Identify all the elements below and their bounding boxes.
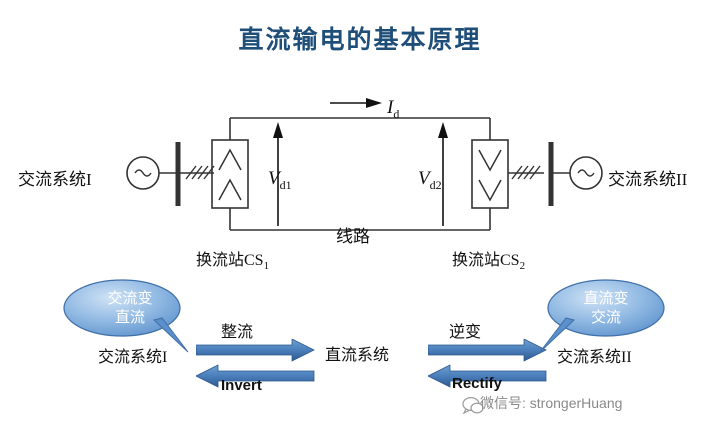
- arrow-left-bottom: [428, 364, 547, 388]
- page-title: 直流输电的基本原理: [238, 27, 482, 54]
- circuit-diagram: [126, 98, 603, 231]
- label-transmission-line: 线路: [336, 227, 370, 246]
- current-arrow: [330, 98, 382, 108]
- flow-label-invert-cn: 逆变: [449, 324, 482, 341]
- flow-arrows-right: [428, 339, 547, 388]
- callout-right-pointer: [539, 317, 576, 353]
- callout-dc-to-ac: 直流变 交流: [530, 278, 666, 359]
- flow-label-dc-system: 直流系统: [325, 347, 390, 364]
- rectifier-chevrons-icon: [218, 148, 242, 201]
- flow-label-rectify-cn: 整流: [221, 324, 254, 341]
- voltage-2-arrow: [438, 122, 448, 226]
- voltage-1-symbol: V: [268, 168, 280, 189]
- voltage-1-subscript: d1: [279, 177, 292, 192]
- converter-station-2-box: [471, 139, 509, 209]
- arrow-left-bottom: [196, 364, 315, 388]
- ac-source-2-wave-icon: [577, 169, 595, 177]
- current-symbol: I: [387, 97, 394, 118]
- callout-left-bubble: [63, 279, 181, 337]
- label-converter-station-2: 换流站CS2: [452, 246, 525, 272]
- ac-source-1-wave-icon: [134, 169, 152, 177]
- voltage-1-arrow: [273, 122, 283, 226]
- ac-source-2-icon: [569, 156, 603, 190]
- inverter-chevrons-icon: [478, 149, 502, 202]
- label-converter-station-1: 换流站CS1: [196, 246, 269, 272]
- label-current-d: Id: [387, 97, 399, 122]
- flow-label-ac-system-2: 交流系统II: [557, 349, 632, 366]
- label-voltage-d1: Vd1: [268, 168, 292, 193]
- flow-label-invert-en: Invert: [221, 377, 262, 394]
- label-ac-system-1: 交流系统I: [18, 170, 92, 189]
- station-2-subscript: 2: [519, 260, 526, 273]
- callout-left-pointer: [152, 317, 189, 353]
- watermark-text: 微信号: strongerHuang: [480, 395, 623, 411]
- label-ac-system-2: 交流系统II: [608, 170, 688, 189]
- arrow-right-top: [428, 339, 547, 362]
- wechat-icon: [462, 396, 484, 414]
- station-1-subscript: 1: [263, 260, 270, 273]
- transformer-2-icon: [511, 165, 541, 180]
- voltage-2-symbol: V: [418, 168, 430, 189]
- callout-right-bubble: [547, 279, 665, 337]
- current-subscript: d: [393, 106, 400, 121]
- arrow-right-top: [196, 339, 315, 362]
- voltage-2-subscript: d2: [429, 177, 442, 192]
- label-voltage-d2: Vd2: [418, 168, 442, 193]
- flow-label-rectify-en: Rectify: [452, 375, 503, 392]
- station-2-name: 换流站CS: [452, 252, 520, 269]
- flow-label-ac-system-1: 交流系统I: [98, 349, 168, 366]
- callout-ac-to-dc: 交流变 直流: [62, 278, 198, 359]
- station-1-name: 换流站CS: [196, 252, 264, 269]
- flow-arrows-left: [196, 339, 315, 388]
